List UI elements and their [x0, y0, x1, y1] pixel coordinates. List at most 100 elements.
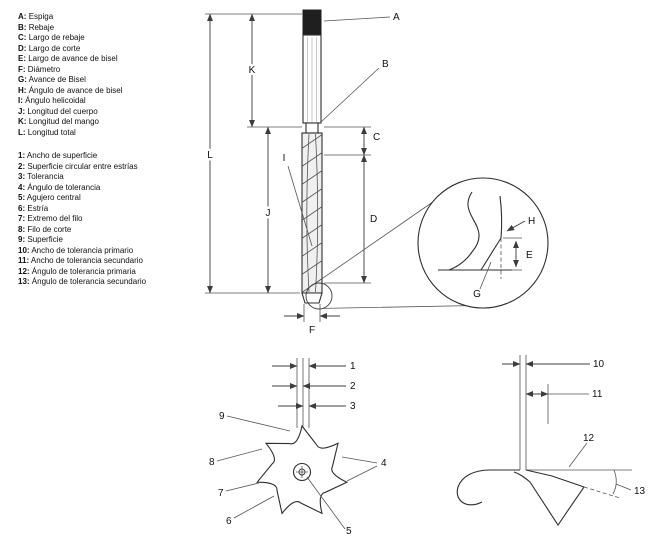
legend-item: 6: Estría	[18, 204, 146, 215]
tooth-relief-profile	[513, 469, 585, 526]
legend-label: Ancho de tolerancia secundario	[30, 256, 143, 265]
legend-key: G:	[18, 75, 27, 84]
detail-outer-edge	[499, 195, 503, 239]
legend-item: 3: Tolerancia	[18, 172, 146, 183]
legend-item: J: Longitud del cuerpo	[18, 107, 146, 118]
leader-5	[306, 476, 346, 530]
legend-key: K:	[18, 117, 27, 126]
legend-item: A: Espiga	[18, 12, 146, 23]
callout-C: C	[373, 132, 380, 143]
legend-key: 12:	[18, 266, 30, 276]
legend-label: Ángulo helicoidal	[25, 96, 86, 105]
legend-label: Ancho de superficie	[26, 151, 98, 160]
leader-A	[323, 16, 391, 22]
legend-label: Ancho de tolerancia primario	[31, 245, 134, 255]
callout-5: 5	[346, 526, 352, 537]
detail-extension-lines	[503, 237, 522, 271]
callout-G: G	[473, 289, 481, 300]
tooth-side-view: 10 11 12 13	[456, 355, 646, 526]
reamer-tang	[302, 9, 322, 36]
callout-12: 12	[583, 433, 595, 444]
legend-label: Longitud del mango	[28, 117, 99, 126]
callout-D: D	[370, 214, 377, 225]
legend-label: Largo de rebaje	[28, 33, 85, 42]
legend-key: I:	[18, 96, 23, 105]
leader-6	[233, 495, 275, 519]
legend-item: 11: Ancho de tolerancia secundario	[18, 256, 146, 267]
legend-item: D: Largo de corte	[18, 44, 146, 55]
legend-item: 10: Ancho de tolerancia primario	[18, 246, 146, 257]
angle-13-arc	[612, 469, 617, 495]
legend-key: B:	[18, 22, 27, 32]
cutter-hub-circle	[292, 462, 312, 482]
legend-item: G: Avance de Bisel	[18, 75, 146, 86]
legend-key: D:	[18, 43, 27, 53]
legend-label: Rebaje	[28, 22, 55, 32]
legend-label: Largo de avance de bisel	[28, 54, 118, 63]
legend-key: 7:	[18, 214, 26, 223]
detail-bevel-edge	[480, 237, 502, 271]
legend-item: 12: Ángulo de tolerancia primaria	[18, 267, 146, 278]
legend-key: 4:	[18, 182, 26, 192]
callout-B: B	[382, 59, 389, 70]
callout-E: E	[526, 250, 533, 261]
legend-label: Avance de Bisel	[28, 75, 86, 84]
legend-item: F: Diámetro	[18, 65, 146, 76]
callout-L: L	[207, 150, 213, 161]
legend-item: 5: Agujero central	[18, 193, 146, 204]
legend-label: Ángulo de avance de bisel	[28, 85, 123, 95]
legend-key: L:	[18, 127, 26, 137]
legend-label: Ángulo de tolerancia	[27, 182, 101, 192]
detail-magnifier: E H G	[305, 177, 549, 310]
reamer-dimensions: L K J C D I F A B	[205, 12, 400, 336]
center-mark	[296, 466, 308, 478]
legend-item: I: Ángulo helicoidal	[18, 96, 146, 107]
legend-item: 8: Filo de corte	[18, 225, 146, 236]
callout-2: 2	[350, 381, 356, 392]
legend-item: 2: Superficie circular entre estrías	[18, 162, 146, 173]
secondary-relief-extension	[583, 486, 621, 499]
callout-8: 8	[209, 457, 215, 468]
legend-key: C:	[18, 33, 27, 42]
callout-1: 1	[350, 361, 356, 372]
legend-key: 8:	[18, 224, 26, 234]
legend-key: H:	[18, 85, 27, 95]
legend-panel: A: Espiga B: Rebaje C: Largo de rebaje D…	[18, 12, 146, 288]
legend-item: 1: Ancho de superficie	[18, 151, 146, 162]
cutter-cross-section: 1 2 3 9 8 7 6 5 4	[209, 358, 387, 537]
legend-label: Longitud total	[27, 127, 76, 137]
legend-label: Ángulo de tolerancia primaria	[31, 266, 136, 276]
leader-9	[226, 415, 291, 432]
callout-10: 10	[593, 359, 605, 370]
legend-gap	[18, 138, 146, 151]
legend-key: 10:	[18, 245, 30, 255]
legend-key: F:	[18, 64, 26, 74]
callout-9: 9	[219, 411, 225, 422]
legend-label: Ángulo de tolerancia secundario	[31, 277, 147, 286]
callout-J: J	[266, 208, 271, 219]
leader-12	[568, 442, 588, 468]
legend-item: C: Largo de rebaje	[18, 33, 146, 44]
legend-key: 11:	[18, 256, 30, 265]
leader-7	[225, 482, 260, 492]
legend-label: Superficie circular entre estrías	[27, 161, 138, 171]
legend-item: L: Longitud total	[18, 128, 146, 139]
legend-key: 1:	[18, 151, 26, 160]
reamer-front-view	[301, 9, 323, 304]
legend-key: E:	[18, 54, 26, 63]
legend-label: Tolerancia	[27, 172, 64, 181]
callout-4: 4	[381, 458, 387, 469]
detail-source-circle	[305, 282, 333, 310]
legend-label: Estría	[27, 203, 49, 213]
legend-item: K: Longitud del mango	[18, 117, 146, 128]
reamer-neck	[305, 122, 319, 134]
tooth-hook-profile	[456, 469, 520, 506]
callout-7: 7	[218, 488, 224, 499]
land-edge-lines	[519, 355, 549, 470]
leader-8	[216, 448, 263, 462]
callout-A: A	[393, 12, 400, 23]
tooth-projection-lines	[296, 358, 310, 430]
legend-label: Agujero central	[26, 193, 81, 202]
legend-key: 5:	[18, 193, 26, 202]
